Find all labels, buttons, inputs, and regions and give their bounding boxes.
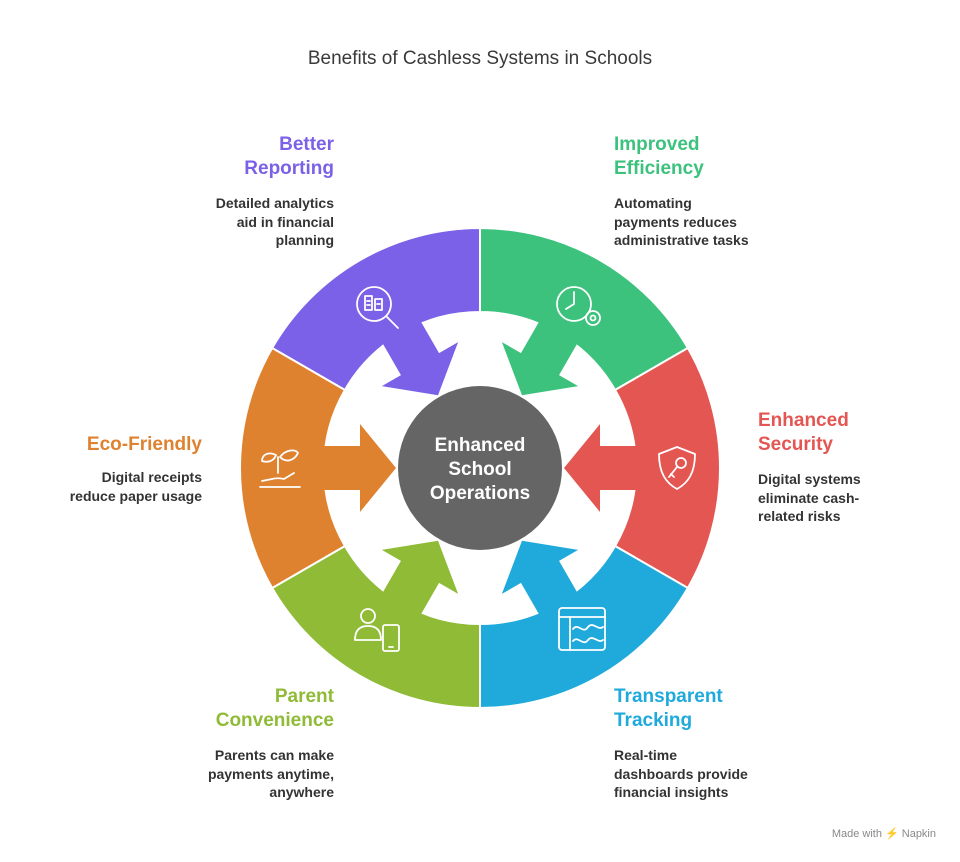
enhanced-security-description-line-1: Digital systems xyxy=(758,471,861,487)
eco-friendly-heading: Eco-Friendly xyxy=(0,433,202,457)
page-title: Benefits of Cashless Systems in Schools xyxy=(307,48,653,69)
center-label-line-1: Enhanced xyxy=(435,435,526,456)
improved-efficiency-description-line-2: payments reduces xyxy=(614,213,737,230)
center-label-line-2: School xyxy=(448,459,511,480)
enhanced-security-description: Digital systems eliminate cash-related ri… xyxy=(758,470,938,526)
improved-efficiency-description-line-3: administrative tasks xyxy=(614,232,749,248)
enhanced-security-heading-line-1: Enhanced xyxy=(758,410,849,431)
transparent-tracking-heading-line-2: Tracking xyxy=(614,710,693,731)
eco-friendly-heading-line-1: Eco-Friendly xyxy=(86,434,202,455)
parent-phone-icon xyxy=(354,608,400,652)
parent-convenience-arrow xyxy=(375,540,459,627)
transparent-tracking-description-line-2: dashboards provide xyxy=(614,765,748,782)
enhanced-security-description-line-2: eliminate cash- xyxy=(758,489,860,506)
eco-friendly-description: Digital receipts reduce paper usage xyxy=(0,468,202,505)
better-reporting-heading-line-2: Reporting xyxy=(244,158,334,179)
parent-convenience-heading-line-2: Convenience xyxy=(215,710,334,731)
improved-efficiency-heading-line-1: Improved xyxy=(614,134,700,155)
better-reporting-heading-line-1: Better xyxy=(279,134,334,155)
clock-gear-icon xyxy=(556,286,601,326)
parent-convenience-description-line-3: anywhere xyxy=(269,784,334,800)
transparent-tracking-description-line-1: Real-time xyxy=(614,747,678,763)
enhanced-security-description-line-3: related risks xyxy=(758,508,841,524)
improved-efficiency-arrow xyxy=(501,309,585,396)
parent-convenience-description-line-2: payments anytime, xyxy=(207,765,334,782)
eco-friendly-description-line-1: Digital receipts xyxy=(101,469,202,485)
eco-friendly-arrow xyxy=(310,424,396,512)
dashboard-icon xyxy=(558,607,606,651)
parent-convenience-description-line-1: Parents can make xyxy=(214,747,334,763)
center-label-line-3: Operations xyxy=(430,483,530,504)
transparent-tracking-description-line-3: financial insights xyxy=(614,784,729,800)
report-search-icon xyxy=(356,286,399,329)
parent-convenience-description: Parents can make payments anytime, anywher… xyxy=(94,746,334,802)
enhanced-security-heading-line-2: Security xyxy=(758,434,833,455)
transparent-tracking-arrow xyxy=(501,540,585,627)
better-reporting-description-line-2: aid in financial xyxy=(236,213,334,230)
eco-friendly-segment xyxy=(239,346,347,590)
better-reporting-arrow xyxy=(375,309,459,396)
better-reporting-description-line-1: Detailed analytics xyxy=(215,195,334,211)
transparent-tracking-description: Real-time dashboards provide financial ins… xyxy=(614,746,854,802)
parent-convenience-heading-line-1: Parent xyxy=(274,686,334,707)
better-reporting-description: Detailed analytics aid in financial planni… xyxy=(94,194,334,250)
improved-efficiency-description-line-1: Automating xyxy=(614,195,692,211)
plant-hand-icon xyxy=(259,449,301,488)
center-node: Enhanced School Operations xyxy=(398,386,562,550)
enhanced-security-arrow xyxy=(564,424,650,512)
improved-efficiency-description: Automating payments reduces administrative… xyxy=(614,194,854,250)
improved-efficiency-heading-line-2: Efficiency xyxy=(614,158,704,179)
transparent-tracking-heading-line-1: Transparent xyxy=(614,686,723,707)
shield-key-icon xyxy=(658,446,696,490)
napkin-watermark: Made with ⚡ Napkin xyxy=(831,828,936,840)
eco-friendly-description-line-2: reduce paper usage xyxy=(69,487,202,504)
better-reporting-description-line-3: planning xyxy=(275,232,334,248)
